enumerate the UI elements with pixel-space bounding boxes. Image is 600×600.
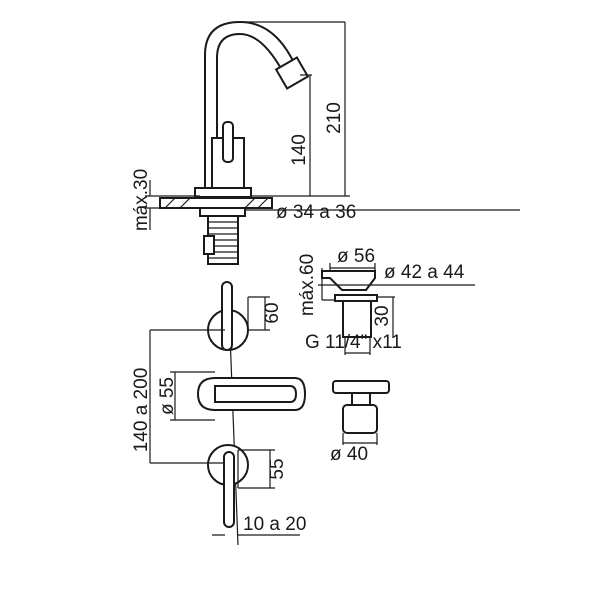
dim-drain-thread-length: 30 xyxy=(372,305,393,326)
dim-mount-hole: ø 34 a 36 xyxy=(276,202,356,223)
dim-handle-depth: 55 xyxy=(267,458,288,479)
dim-drain-thread: G 11/4" x11 xyxy=(305,332,402,353)
dim-handle-diameter: ø 40 xyxy=(330,444,368,465)
dimension-lines-elevation xyxy=(145,21,520,230)
dim-lever-height: 60 xyxy=(262,302,283,323)
dim-drain-max: máx.60 xyxy=(297,254,318,316)
dim-drain-flange: ø 56 xyxy=(337,246,375,267)
dim-total-height: 210 xyxy=(324,102,345,134)
dim-handle-spacing: 140 a 200 xyxy=(131,368,152,453)
dim-lever-offset: 10 a 20 xyxy=(243,514,306,535)
spout-elevation xyxy=(194,20,310,198)
dim-max-counter: máx.30 xyxy=(131,169,152,231)
drain-detail xyxy=(318,263,475,355)
plan-view xyxy=(149,281,307,546)
handle-knob-detail xyxy=(332,380,390,445)
countertop xyxy=(159,197,273,265)
dim-drain-hole: ø 42 a 44 xyxy=(384,262,465,283)
dim-spout-height: 140 xyxy=(289,134,310,166)
dim-spout-base: ø 55 xyxy=(157,377,178,415)
